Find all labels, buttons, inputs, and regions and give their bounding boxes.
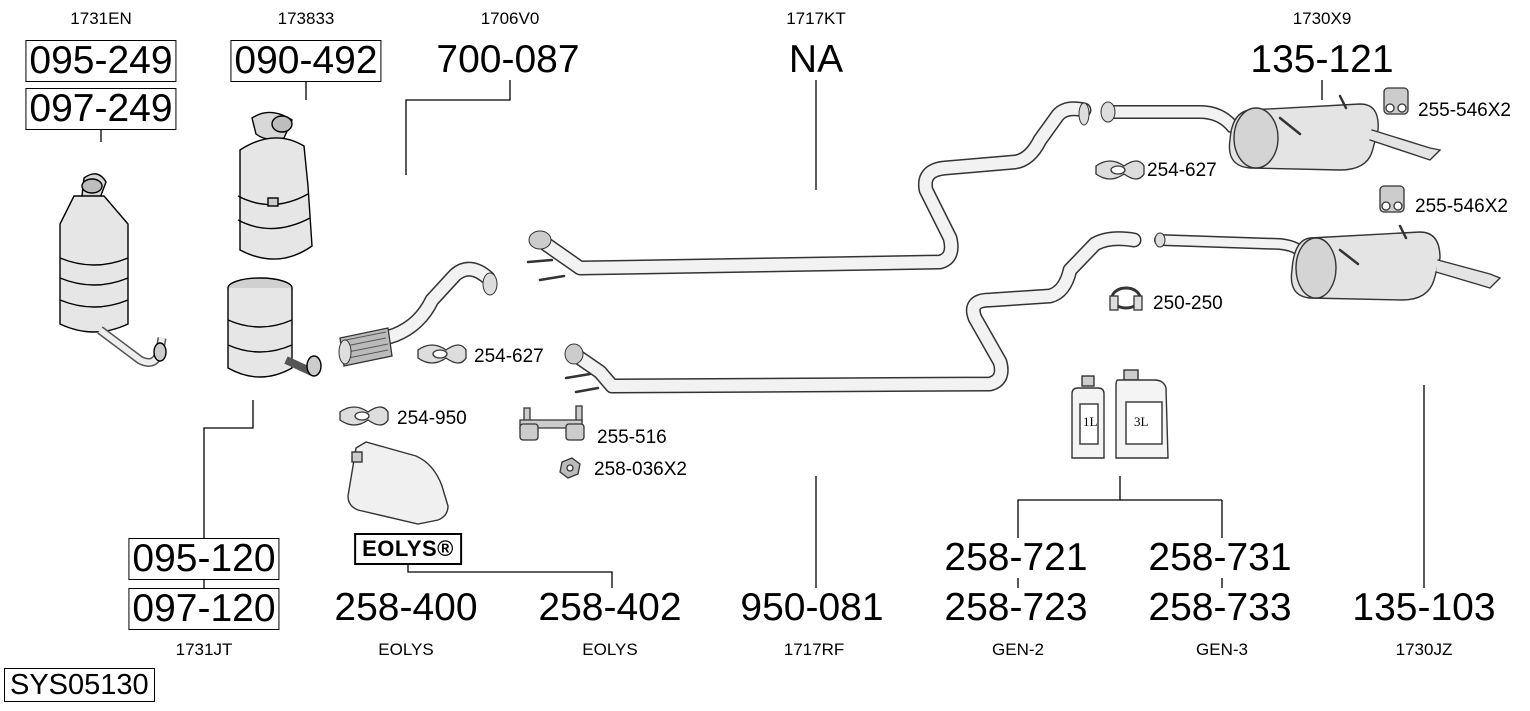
particulate-filter-173833 <box>237 111 313 260</box>
front-pipe-1706v0 <box>338 261 498 367</box>
part-number[interactable]: 258-731 <box>1148 536 1292 579</box>
middle-pipe-1717kt <box>526 101 1092 282</box>
accessory-label[interactable]: 254-950 <box>397 408 467 429</box>
part-number[interactable]: 950-081 <box>740 586 884 629</box>
accessory-label[interactable]: 255-546X2 <box>1415 196 1508 217</box>
ref-code: EOLYS <box>378 640 434 659</box>
part-number[interactable]: 258-402 <box>538 586 682 629</box>
leader-line <box>1017 476 1121 538</box>
ref-code: GEN-2 <box>992 640 1044 659</box>
part-number[interactable]: 258-733 <box>1148 586 1292 629</box>
part-number[interactable]: 095-249 <box>25 40 177 82</box>
accessory-label[interactable]: 255-546X2 <box>1418 100 1511 121</box>
part-number[interactable]: 097-249 <box>25 88 177 130</box>
clamp-254-950 <box>339 406 389 426</box>
ref-code: 1730JZ <box>1395 640 1453 659</box>
additive-bottle-1l <box>1071 375 1105 459</box>
rear-silencer-1730x9 <box>1100 94 1442 171</box>
additive-bottle-3l <box>1115 369 1169 459</box>
hanger-255-546-lower <box>1379 185 1405 213</box>
ref-code: 1730X9 <box>1292 9 1352 28</box>
part-number[interactable]: 135-103 <box>1352 586 1496 629</box>
nut-258-036 <box>559 457 581 479</box>
particulate-filter-1731jt <box>227 277 322 378</box>
catalytic-converter-1731en <box>59 173 167 367</box>
clamp-254-627-lower <box>417 344 467 364</box>
part-number: NA <box>788 38 844 81</box>
bottle-1l-label: 1L <box>1083 414 1098 429</box>
part-number[interactable]: 258-721 <box>944 536 1088 579</box>
rear-silencer-1730jz <box>1154 224 1502 301</box>
clamp-250-250 <box>1109 286 1143 311</box>
ref-code: 1717RF <box>783 640 845 659</box>
part-number[interactable]: 095-120 <box>128 538 280 580</box>
accessory-label[interactable]: 254-627 <box>474 346 544 367</box>
system-id: SYS05130 <box>4 668 155 702</box>
part-number[interactable]: 135-121 <box>1250 38 1394 81</box>
part-number[interactable]: 090-492 <box>230 40 382 82</box>
leader-line <box>405 80 511 175</box>
mounting-kit-255-516 <box>519 405 585 441</box>
accessory-label[interactable]: 258-036X2 <box>594 459 687 480</box>
leader-line <box>407 563 613 588</box>
clamp-254-627-upper <box>1095 160 1145 180</box>
accessory-label[interactable]: 250-250 <box>1153 293 1223 314</box>
ref-code: 1706V0 <box>480 9 540 28</box>
part-number[interactable]: 700-087 <box>436 38 580 81</box>
ref-code: EOLYS <box>582 640 638 659</box>
part-number[interactable]: 258-400 <box>334 586 478 629</box>
bottle-3l-label: 3L <box>1134 414 1149 429</box>
part-number[interactable]: 097-120 <box>128 588 280 630</box>
leader-line <box>203 400 254 538</box>
ref-code: 1731JT <box>175 640 233 659</box>
accessory-label[interactable]: 254-627 <box>1147 160 1217 181</box>
ref-code: 1731EN <box>70 9 132 28</box>
eolys-logo: EOLYS® <box>354 533 462 565</box>
ref-code: 173833 <box>277 9 335 28</box>
accessory-label[interactable]: 255-516 <box>597 427 667 448</box>
eolys-pouch <box>347 441 449 525</box>
ref-code: GEN-3 <box>1196 640 1248 659</box>
middle-pipe-1717rf <box>564 231 1142 394</box>
ref-code: 1717KT <box>786 9 846 28</box>
hanger-255-546-upper <box>1383 87 1409 115</box>
part-number[interactable]: 258-723 <box>944 586 1088 629</box>
